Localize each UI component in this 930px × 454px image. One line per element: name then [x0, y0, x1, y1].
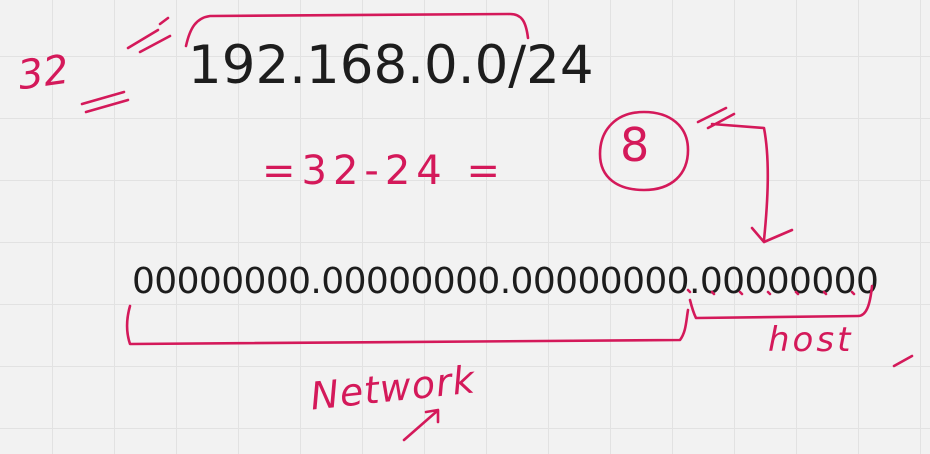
host-bits-value: 8 [620, 118, 650, 172]
tick-marks-circle [696, 106, 736, 130]
dash-mark [892, 354, 914, 368]
host-octet-marks [686, 288, 856, 296]
host-bracket [688, 284, 874, 320]
circle-around-8 [598, 110, 690, 192]
arrow-to-network [402, 408, 440, 442]
cidr-address: 192.168.0.0/24 [188, 35, 594, 96]
arrow-to-host [710, 122, 794, 244]
binary-address: 00000000.00000000.00000000.00000000 [132, 261, 879, 302]
network-bracket [125, 304, 690, 346]
host-label: host [768, 320, 854, 360]
underline-32 [80, 90, 130, 114]
subtraction-annotation: =32-24 = [262, 148, 506, 194]
cidr-bracket [184, 12, 530, 48]
tick-marks-top [126, 16, 172, 54]
